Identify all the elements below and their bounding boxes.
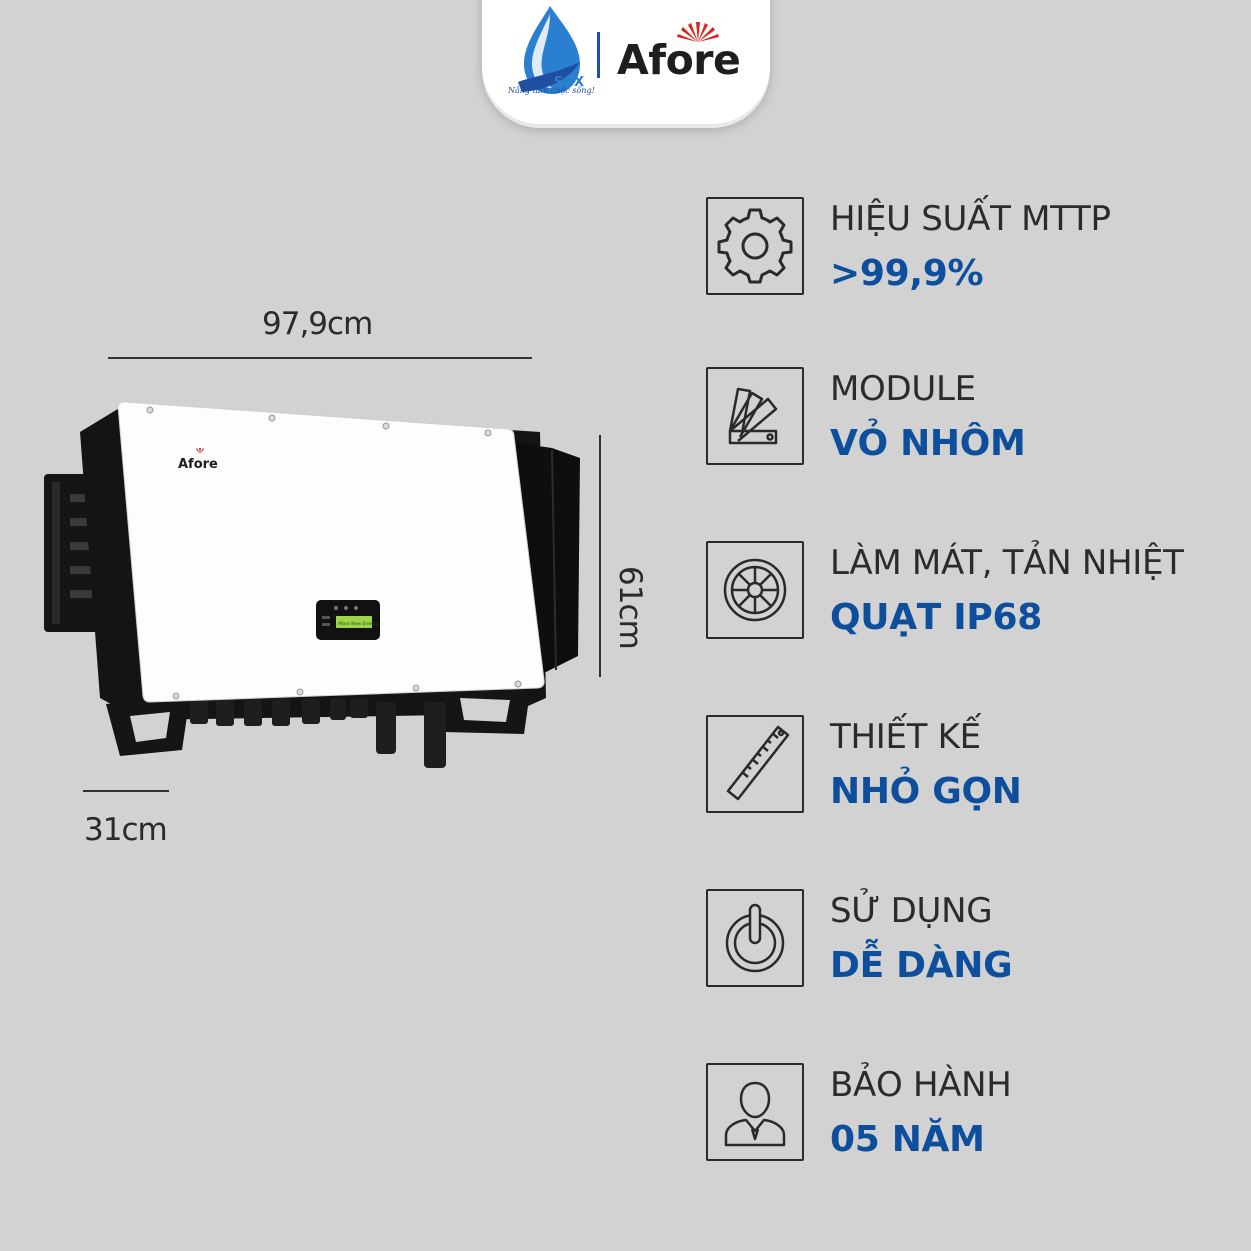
user-icon — [724, 1081, 786, 1147]
feature-warranty: BẢO HÀNH 05 NĂM — [706, 1063, 1226, 1163]
device-afore-logo: Afore — [178, 457, 218, 472]
feature-value: DỄ DÀNG — [830, 945, 1013, 986]
feature-cooling: LÀM MÁT, TẢN NHIỆT QUẠT IP68 — [706, 541, 1226, 641]
feature-value: VỎ NHÔM — [830, 423, 1026, 464]
feature-usage: SỬ DỤNG DỄ DÀNG — [706, 889, 1226, 989]
power-icon — [725, 903, 785, 973]
feature-icon-box — [706, 889, 804, 987]
height-dimension-label: 61cm — [612, 566, 648, 649]
feature-module: MODULE VỎ NHÔM — [706, 367, 1226, 467]
afore-sunburst-icon — [677, 22, 719, 42]
brand-logo-tab: SGX Nâng tầm cuộc sống! Afore — [482, 0, 770, 124]
feature-icon-box — [706, 1063, 804, 1161]
sgx-logo-icon: SGX — [518, 6, 584, 94]
display-text: Afore New Energy — [338, 621, 379, 627]
logo-divider — [597, 32, 600, 78]
control-display-panel: Afore New Energy — [316, 600, 380, 640]
sgx-logo-mark: SGX — [554, 75, 584, 90]
depth-dimension-line — [83, 790, 169, 792]
feature-icon-box — [706, 197, 804, 295]
fan-icon — [723, 558, 787, 622]
height-dimension-line — [599, 435, 601, 677]
feature-title: HIỆU SUẤT MTTP — [830, 199, 1111, 239]
width-dimension-label: 97,9cm — [262, 306, 373, 342]
sgx-slogan: Nâng tầm cuộc sống! — [508, 86, 595, 95]
feature-value: 05 NĂM — [830, 1119, 985, 1160]
feature-title: SỬ DỤNG — [830, 891, 993, 931]
feature-value: NHỎ GỌN — [830, 771, 1022, 812]
depth-dimension-label: 31cm — [84, 812, 168, 848]
gear-icon — [717, 208, 793, 284]
feature-efficiency: HIỆU SUẤT MTTP >99,9% — [706, 197, 1226, 297]
feature-icon-box — [706, 367, 804, 465]
feature-design: THIẾT KẾ NHỎ GỌN — [706, 715, 1226, 815]
swatches-icon — [728, 387, 778, 445]
width-dimension-line — [108, 357, 532, 359]
feature-title: MODULE — [830, 369, 976, 409]
feature-icon-box — [706, 541, 804, 639]
feature-title: THIẾT KẾ — [830, 717, 981, 757]
feature-value: QUẠT IP68 — [830, 597, 1042, 638]
feature-title: LÀM MÁT, TẢN NHIỆT — [830, 543, 1184, 583]
feature-title: BẢO HÀNH — [830, 1065, 1012, 1105]
afore-logo: Afore — [617, 18, 747, 88]
feature-value: >99,9% — [830, 253, 984, 294]
afore-logo-text: Afore — [617, 36, 741, 84]
solar-inverter-image: Afore Afore New Energy — [44, 401, 580, 768]
ruler-icon — [726, 725, 790, 801]
feature-icon-box — [706, 715, 804, 813]
